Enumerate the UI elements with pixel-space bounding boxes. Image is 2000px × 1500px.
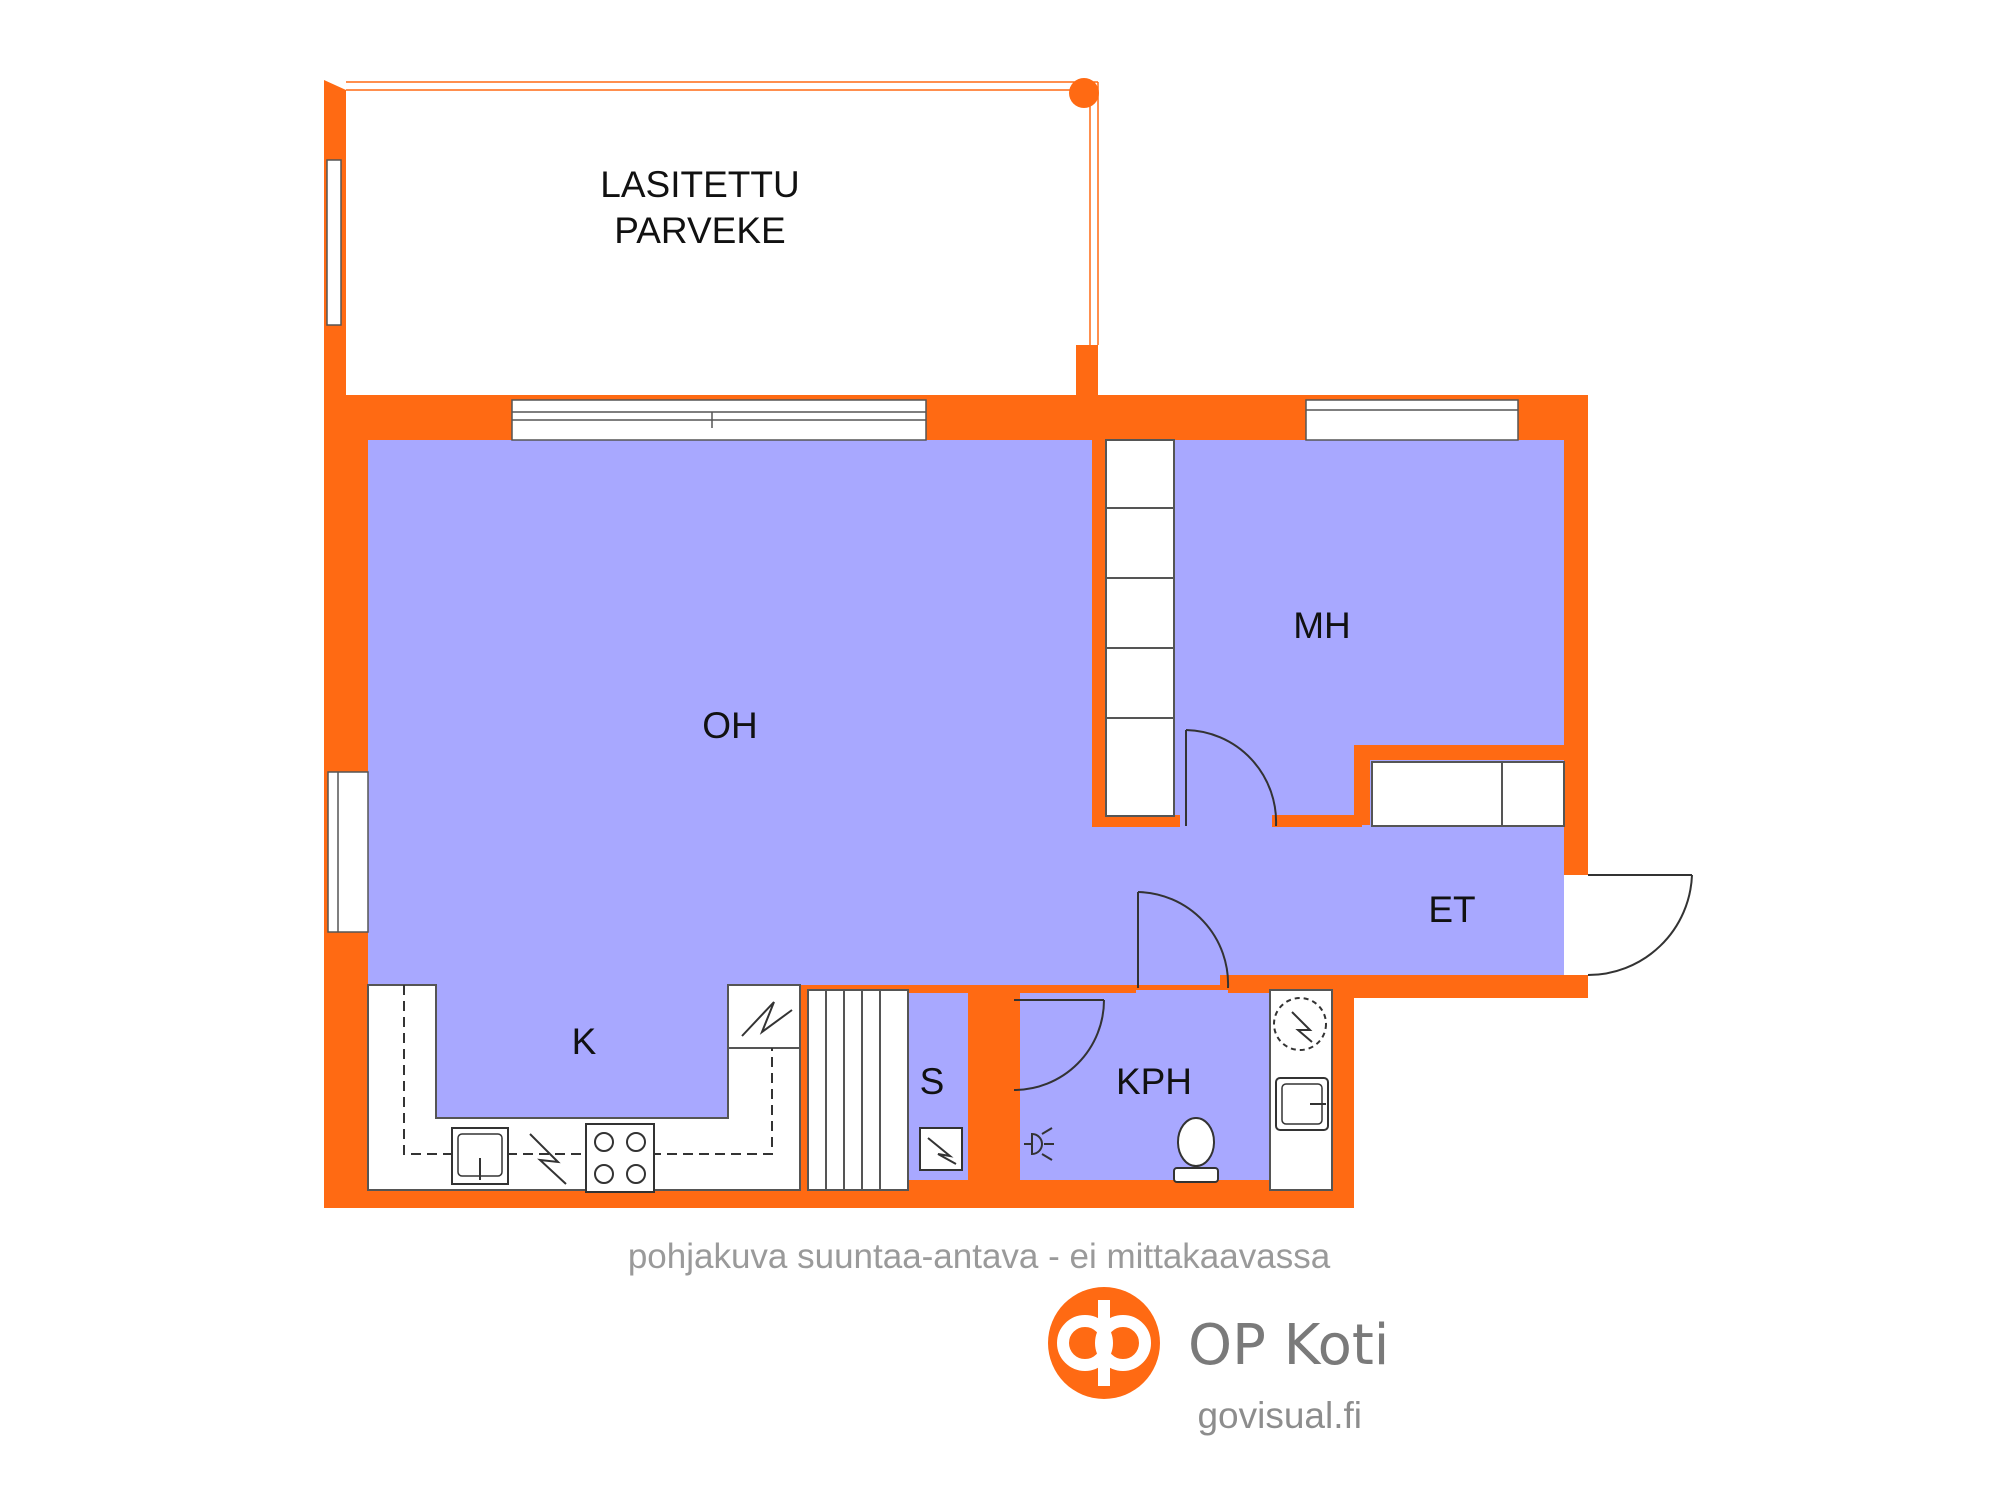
bath-sink [1275, 1077, 1329, 1131]
floor-areas [368, 440, 1564, 1180]
brand-name: OP Koti [1188, 1313, 1389, 1378]
interior-walls [790, 440, 1564, 1205]
op-logo [1048, 1287, 1160, 1399]
room-label-living: OH [702, 705, 758, 746]
balcony-pillar [1076, 345, 1098, 397]
room-label-hall: ET [1428, 889, 1475, 930]
doors [1013, 729, 1693, 1091]
shower-icon [1024, 1127, 1054, 1161]
window-bedroom-top [1305, 399, 1519, 441]
room-label-balcony-line2: PARVEKE [614, 210, 785, 251]
room-label-sauna: S [920, 1061, 945, 1102]
wardrobes [1105, 439, 1565, 827]
balcony-window-left [326, 159, 342, 326]
bathroom-fixtures [1024, 989, 1333, 1191]
floor-living [368, 440, 1564, 985]
website-text: govisual.fi [1197, 1395, 1362, 1436]
room-label-kitchen: K [572, 1021, 597, 1062]
kitchen-counters [367, 984, 801, 1193]
kitchen-stove [585, 1123, 655, 1193]
windows [327, 399, 1519, 933]
kitchen-fridge [727, 984, 801, 1049]
room-label-bathroom: KPH [1116, 1061, 1192, 1102]
sauna-fixtures [807, 989, 963, 1191]
toilet-icon [1173, 1117, 1219, 1183]
disclaimer-text: pohjakuva suuntaa-antava - ei mittakaava… [628, 1237, 1331, 1276]
room-label-bedroom: MH [1293, 605, 1351, 646]
floor-kitchen [368, 985, 728, 1118]
window-living-left [327, 771, 369, 933]
washer-icon [1273, 997, 1327, 1051]
sauna-bench [807, 989, 909, 1191]
room-label-balcony-line1: LASITETTU [600, 164, 799, 205]
balcony-post [1069, 78, 1099, 108]
wardrobe-hall [1371, 761, 1565, 827]
balcony [324, 78, 1099, 397]
wardrobe-bedroom [1105, 439, 1175, 817]
